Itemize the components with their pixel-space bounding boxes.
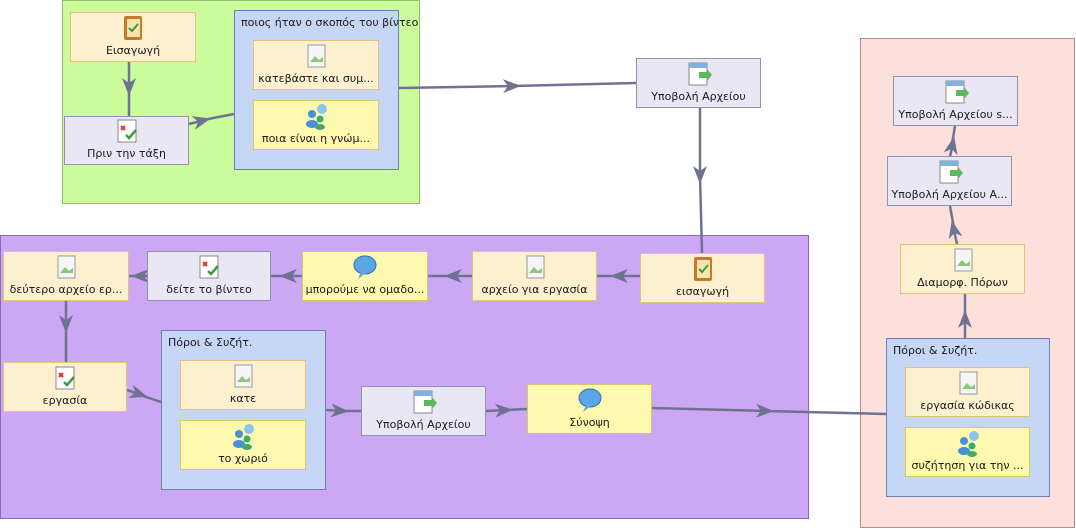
checklist-icon <box>117 119 137 143</box>
node-katevaste[interactable]: κατεβάστε και συμ... <box>253 40 379 90</box>
edge-ypovoliA-ypovoliS <box>943 136 958 158</box>
notebook-icon <box>124 16 142 40</box>
node-eisagogi-mid[interactable]: εισαγωγή <box>640 253 765 303</box>
node-label: αρχείο για εργασία <box>481 283 588 296</box>
upload-file-icon <box>688 62 712 86</box>
edge-prin-group <box>188 116 211 130</box>
node-label: το χωριό <box>218 452 268 465</box>
node-ergasia-kodikas[interactable]: εργασία κώδικας <box>905 367 1030 417</box>
node-label: συζήτηση για την ... <box>911 459 1024 472</box>
chat-bubble-icon <box>353 255 377 279</box>
edge-ypovoli2-synopsi <box>485 403 513 418</box>
node-ergasia[interactable]: εργασία <box>3 362 127 412</box>
image-file-icon <box>234 364 253 388</box>
node-label: εργασία κώδικας <box>920 399 1015 412</box>
node-label: εργασία <box>42 394 88 407</box>
node-ypovoli-1[interactable]: Υποβολή Αρχείου <box>636 58 761 108</box>
node-diamorf-poron[interactable]: Διαμορφ. Πόρων <box>900 244 1025 294</box>
notebook-icon <box>693 257 712 281</box>
node-label: εισαγωγή <box>675 285 730 298</box>
image-file-icon <box>954 248 972 272</box>
users-chat-icon <box>306 104 327 130</box>
chat-bubble-icon <box>578 388 601 412</box>
edge-group-ypovoli <box>398 79 521 94</box>
node-deite-vinteo[interactable]: δείτε το βίντεο <box>147 251 271 301</box>
upload-file-icon <box>413 390 437 414</box>
checklist-icon <box>199 255 219 279</box>
node-label: Σύνοψη <box>569 416 610 429</box>
image-file-icon <box>307 44 326 68</box>
image-file-icon <box>57 255 76 279</box>
node-arxeio-ergasia[interactable]: αρχείο για εργασία <box>472 251 597 301</box>
node-ypovoli-s[interactable]: Υποβολή Αρχείου s... <box>893 76 1018 126</box>
node-label: Διαμορφ. Πόρων <box>917 276 1008 289</box>
users-chat-icon <box>233 424 254 450</box>
node-deutero-arxeio[interactable]: δεύτερο αρχείο ερ... <box>3 251 129 301</box>
node-ypovoli-2[interactable]: Υποβολή Αρχείου <box>361 386 486 436</box>
upload-file-icon <box>945 80 969 104</box>
node-eisagogi-top[interactable]: Εισαγωγή <box>70 12 196 62</box>
node-label: Πριν την τάξη <box>87 147 166 160</box>
node-label: δεύτερο αρχείο ερ... <box>9 283 123 296</box>
edge-synopsi-group2 <box>651 403 774 418</box>
checklist-icon <box>55 366 75 390</box>
node-label: κατεβάστε και συμ... <box>258 72 374 85</box>
node-synopsi[interactable]: Σύνοψη <box>527 384 652 434</box>
node-label: κατε <box>229 392 257 405</box>
edge-ergasia-group <box>126 384 148 398</box>
node-label: Υποβολή Αρχείου <box>651 90 746 103</box>
node-label: Εισαγωγή <box>105 44 161 57</box>
node-label: Υποβολή Αρχείου Α... <box>891 188 1008 201</box>
node-label: Υποβολή Αρχείου s... <box>898 108 1013 121</box>
edge-diamorf-ypovoliA <box>948 220 963 245</box>
node-mporoume[interactable]: μπορούμε να ομαδο... <box>302 251 428 301</box>
node-label: ποια είναι η γνώμ... <box>262 132 370 145</box>
node-prin-taxi[interactable]: Πριν την τάξη <box>64 116 189 165</box>
node-kate[interactable]: κατε <box>180 360 306 410</box>
node-syzitisi[interactable]: συζήτηση για την ... <box>905 427 1030 477</box>
upload-file-icon <box>939 160 963 184</box>
node-label: μπορούμε να ομαδο... <box>305 283 425 296</box>
node-to-xorio[interactable]: το χωριό <box>180 420 306 470</box>
group-title: Πόροι & Συζήτ. <box>893 344 978 357</box>
users-chat-icon <box>957 431 979 457</box>
image-file-icon <box>526 255 544 279</box>
image-file-icon <box>959 371 977 395</box>
group-title: ποιος ήταν ο σκοπός του βίντεο <box>241 16 419 29</box>
edge-group-ypovoli2 <box>325 403 349 418</box>
group-title: Πόροι & Συζήτ. <box>168 336 253 349</box>
node-ypovoli-a[interactable]: Υποβολή Αρχείου Α... <box>887 156 1012 206</box>
node-poia-gnomi[interactable]: ποια είναι η γνώμ... <box>253 100 379 150</box>
node-label: Υποβολή Αρχείου <box>376 418 471 431</box>
node-label: δείτε το βίντεο <box>166 283 252 296</box>
